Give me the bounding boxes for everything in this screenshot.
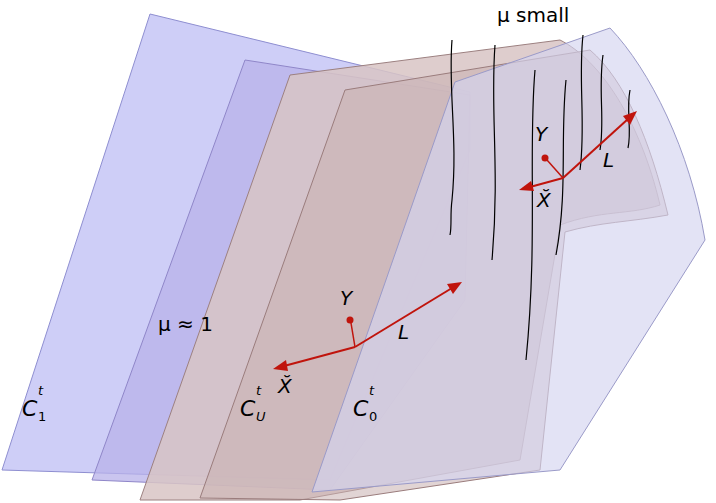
surface-subscript: U	[256, 410, 266, 423]
vector-label: X̆	[537, 190, 551, 210]
sheet-c0	[312, 28, 705, 492]
region-label: μ small	[497, 5, 569, 25]
vector-label: Y	[535, 124, 547, 144]
surface-label: C	[22, 398, 37, 420]
surface-label: C	[353, 398, 368, 420]
frame-lower	[273, 282, 462, 371]
surface-subscript: 1	[38, 410, 46, 423]
vector-label: Y	[340, 288, 352, 308]
vector-label: X̆	[278, 376, 292, 396]
surface-superscript: t	[256, 384, 261, 397]
surface-subscript: 0	[369, 410, 377, 423]
vector-label: L	[603, 150, 614, 170]
surface-superscript: t	[38, 384, 43, 397]
frame-upper	[519, 111, 637, 191]
surface-superscript: t	[369, 384, 374, 397]
characteristic-curves	[450, 35, 630, 360]
surface-label: C	[240, 398, 255, 420]
vector-label: L	[398, 322, 409, 342]
region-label: μ ≈ 1	[158, 314, 213, 334]
